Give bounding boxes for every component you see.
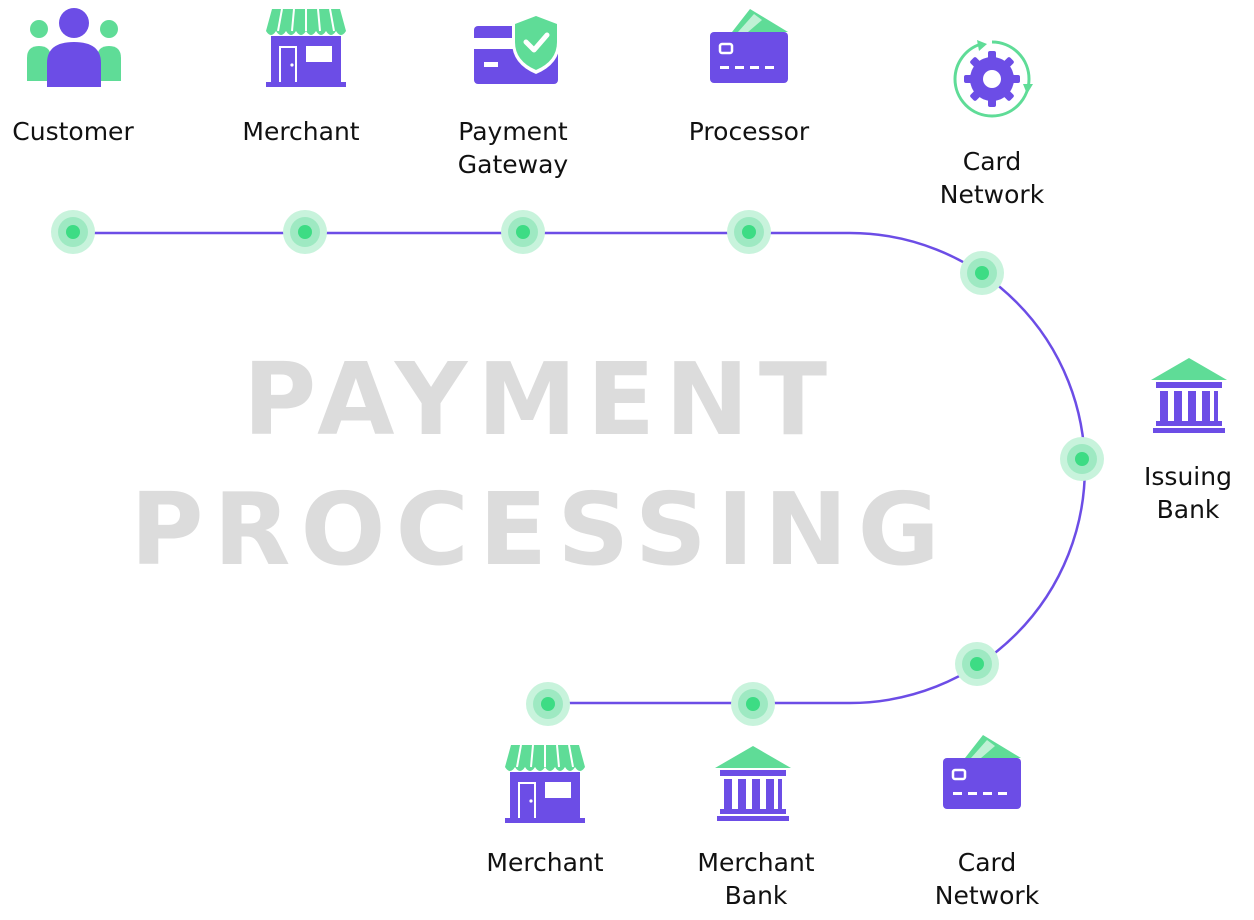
flow-dot-merchant [283,210,327,254]
customer-icon [26,8,122,93]
label-customer: Customer [12,117,134,146]
watermark-processing: PROCESSING [130,471,950,588]
processor-card-icon [708,6,790,89]
flow-dot-merchant-final [526,682,570,726]
flow-dot-card-network-return [955,642,999,686]
flow-dot-merchant-bank [731,682,775,726]
label-payment-gateway: Payment Gateway [457,117,569,179]
flow-dot-issuing-bank [1060,437,1104,481]
flow-dot-card-network [960,251,1004,295]
merchant-bank-icon [715,746,791,827]
label-merchant-final: Merchant [486,848,604,877]
flow-dot-processor [727,210,771,254]
label-processor: Processor [688,117,810,146]
flow-dot-payment-gateway [501,210,545,254]
watermark-payment: PAYMENT [242,341,838,458]
label-merchant-bank: Merchant Bank [697,848,815,910]
flow-path [73,231,1087,705]
card-network-gear-icon [951,38,1033,125]
payment-gateway-icon [474,12,560,91]
issuing-bank-icon [1151,358,1227,439]
merchant-store-final-icon [505,744,585,830]
label-card-network-return: Card Network [934,848,1040,910]
flow-dot-customer [51,210,95,254]
merchant-store-icon [266,8,346,94]
label-issuing-bank: Issuing Bank [1144,462,1232,524]
label-merchant: Merchant [242,117,360,146]
card-network-card-icon [941,732,1023,815]
label-card-network: Card Network [939,147,1045,209]
